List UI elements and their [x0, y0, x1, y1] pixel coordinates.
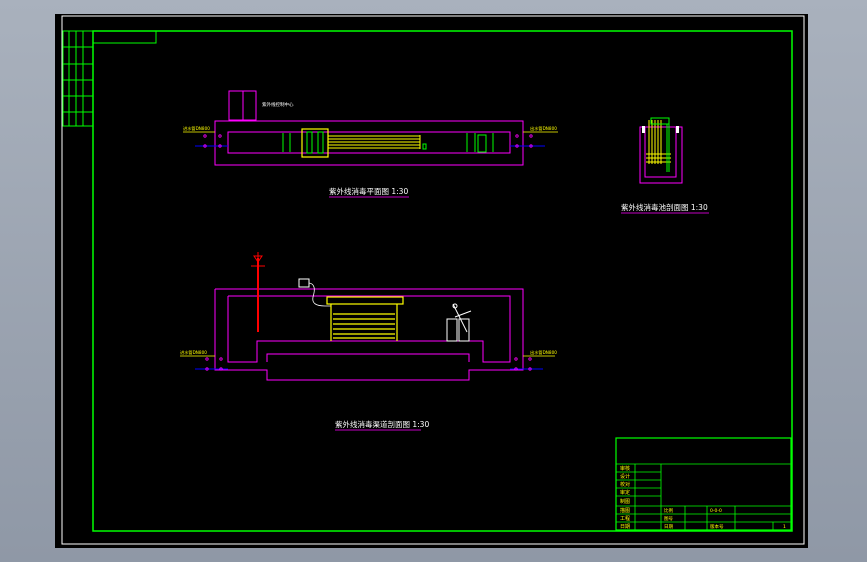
large-section-view: 进水管DN800 出水管DN800 紫外线消毒渠道剖面图 1:30 [180, 252, 557, 431]
plan-uv-module [301, 128, 329, 158]
tb-row-6: 描图 [620, 507, 630, 514]
tb-row-4: 审定 [620, 489, 630, 496]
tb-row-2: 设计 [620, 473, 630, 480]
tb-field-date: 日期 [664, 524, 673, 530]
tb-sheet-number: 1 [783, 524, 786, 530]
cad-drawing-sheet: 紫外线控制中心 进水管DN800 [61, 15, 805, 545]
tb-field-version: 版本号 [710, 523, 724, 530]
sensor-box [298, 278, 310, 288]
tb-sheet-code: 0-0-0 [710, 508, 722, 514]
tb-row-5: 制图 [620, 498, 630, 505]
section-outlet-label: 出水管DN800 [530, 349, 557, 356]
small-section-title: 紫外线消毒池剖面图 1:30 [621, 202, 708, 212]
tb-field-scale: 比例 [664, 507, 673, 514]
plan-channel-outer [214, 120, 524, 166]
cad-viewport[interactable]: 紫外线控制中心 进水管DN800 [55, 14, 808, 548]
plan-inlet-label: 进水管DN800 [183, 125, 210, 132]
tb-row-1: 审核 [620, 465, 630, 472]
plan-channel-inner [227, 131, 511, 154]
drawing-frame [92, 30, 793, 532]
plan-view-title: 紫外线消毒平面图 1:30 [329, 186, 408, 196]
control-box-label: 紫外线控制中心 [262, 101, 294, 108]
title-block: 审核 设计 校对 审定 制图 描图 工程 日期 比例 图号 日期 0-0-0 版… [615, 437, 792, 531]
section-channel-outer [214, 288, 524, 381]
tb-row-3: 校对 [620, 481, 630, 488]
level-control-gate [446, 303, 472, 342]
section-channel-inner [227, 295, 511, 363]
small-section-view: 紫外线消毒池剖面图 1:30 [621, 117, 709, 214]
tb-field-drawing-no: 图号 [664, 516, 673, 522]
plan-view: 紫外线控制中心 进水管DN800 [183, 90, 558, 198]
binding-margin-table [62, 30, 157, 127]
tb-row-8: 日期 [620, 524, 630, 530]
plan-outlet-label: 出水管DN800 [530, 125, 557, 132]
large-section-title: 紫外线消毒渠道剖面图 1:30 [335, 419, 429, 429]
uv-lamp-indicator [251, 252, 265, 332]
section-inlet-label: 进水管DN800 [180, 349, 207, 356]
outer-sheet-border [61, 15, 805, 545]
section-uv-module [326, 296, 404, 341]
tb-row-7: 工程 [620, 515, 630, 522]
